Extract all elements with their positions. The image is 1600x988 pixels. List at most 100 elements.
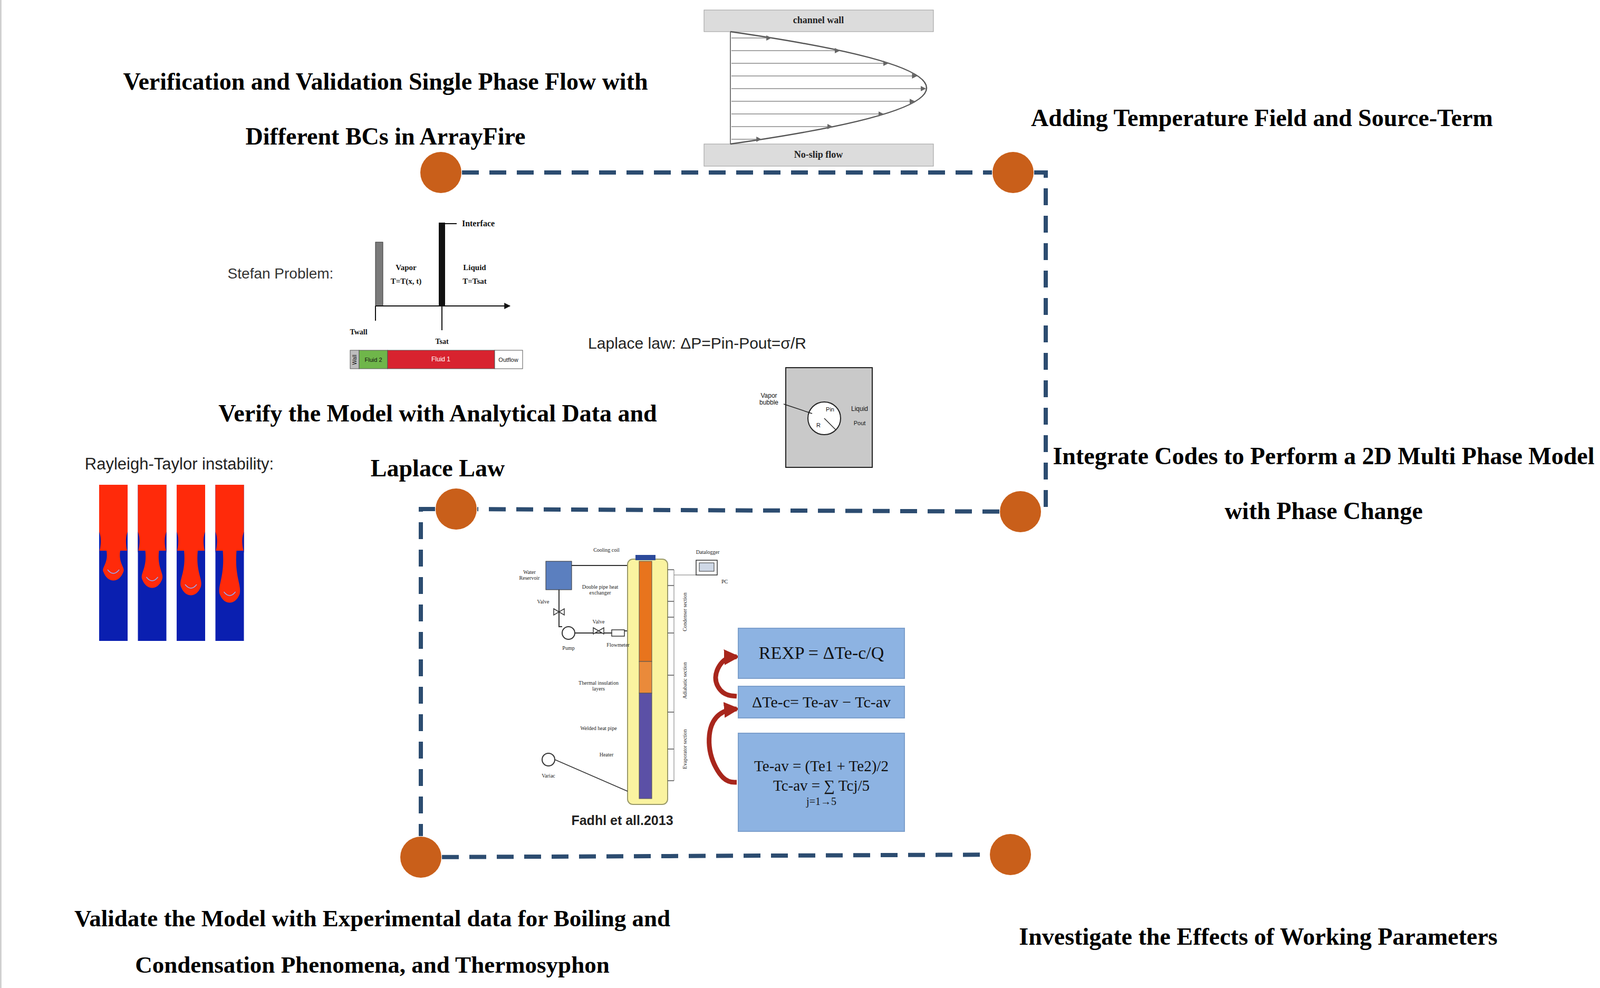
milestone-heading: Adding Temperature Field and Source-Term	[971, 90, 1553, 146]
channel-flow-figure	[731, 50, 840, 52]
thermosyphon-schematic	[542, 554, 718, 805]
label-text: Adiabatic section	[681, 661, 688, 699]
roadmap-dashed-line	[477, 508, 1000, 512]
stefan-problem-figure	[438, 222, 446, 306]
curved-arrow	[709, 708, 737, 783]
label-text: Heater	[599, 751, 614, 758]
channel-flow-figure	[730, 31, 927, 144]
channel-flow-figure	[731, 100, 915, 102]
label-text: Datalogger	[696, 548, 720, 555]
thermosyphon-schematic	[639, 692, 652, 799]
thermosyphon-schematic	[696, 560, 718, 575]
formula-text: Te-av = (Te1 + Te2)/2	[754, 756, 889, 776]
label-text: Interface	[461, 218, 495, 229]
label-text: Tsat	[435, 337, 449, 346]
thermosyphon-schematic	[667, 569, 674, 781]
label-text: Pin	[825, 406, 835, 413]
rayleigh-taylor-figure	[224, 591, 236, 596]
label-text: Double pipe heat exchanger	[576, 583, 624, 596]
rayleigh-taylor-figure	[215, 484, 245, 641]
stefan-problem-figure	[494, 350, 523, 369]
thermosyphon-schematic	[673, 569, 697, 781]
rayleigh-taylor-figure	[107, 569, 120, 574]
rayleigh-taylor-figure	[138, 484, 167, 551]
rayleigh-taylor-figure	[176, 484, 206, 551]
roadmap-dashed-line	[420, 508, 436, 836]
milestone-dot: Investigate the Effects of Working Param…	[989, 833, 1031, 875]
channel-flow-figure	[731, 138, 761, 140]
stefan-problem-figure	[441, 305, 443, 331]
channel-flow-figure	[731, 88, 926, 90]
thermosyphon-schematic	[553, 608, 565, 615]
rayleigh-taylor-figure	[99, 484, 128, 551]
formula-text: ΔTe-c= Te-av − Tc-av	[752, 691, 891, 712]
milestone-dot: Validate the Model with Experimental dat…	[400, 836, 442, 878]
curved-arrow	[715, 656, 737, 697]
stefan-problem-figure	[375, 305, 510, 307]
stefan-problem-figure	[350, 222, 523, 369]
rayleigh-taylor-figure	[141, 550, 163, 589]
label-text: Pout	[853, 419, 866, 427]
label-text: Pump	[562, 644, 575, 651]
label-text: Condenser section	[681, 592, 688, 632]
channel-flow-figure	[704, 10, 934, 32]
label-text: Water Reservoir	[515, 569, 544, 581]
rayleigh-taylor-figure	[219, 550, 240, 603]
stefan-problem-figure	[374, 305, 377, 321]
milestone-dot: Verify the Model with Analytical Data an…	[435, 488, 477, 530]
milestone-heading: Integrate Codes to Perform a 2D Multi Ph…	[1049, 428, 1598, 539]
formula-box: Te-av = (Te1 + Te2)/2Tc-av = ∑ Tcj/5j=1→…	[737, 732, 905, 832]
label-text: Vapor	[395, 263, 417, 273]
roadmap-dashed-line	[1034, 172, 1046, 512]
rayleigh-taylor-figure	[99, 484, 128, 641]
channel-flow-figure	[731, 75, 917, 77]
label-text: Valve	[592, 618, 605, 625]
laplace-bubble-figure	[783, 367, 873, 468]
label-text: T=T(x, t)	[390, 276, 422, 286]
rayleigh-taylor-figure	[176, 531, 206, 553]
label-text: Liquid	[851, 405, 869, 413]
milestone-heading: Validate the Model with Experimental dat…	[18, 894, 726, 988]
label-text: Fadhl et all.2013	[571, 813, 673, 828]
channel-flow-figure	[731, 113, 884, 115]
thermosyphon-schematic	[542, 753, 555, 766]
label-text: No-slip flow	[794, 149, 844, 161]
roadmap-dashed-line	[441, 854, 990, 857]
rayleigh-taylor-figure	[102, 550, 124, 581]
milestone-dot: Adding Temperature Field and Source-Term	[992, 151, 1034, 194]
thermosyphon-schematic	[699, 562, 715, 572]
label-text: Evaporator section	[681, 728, 688, 769]
label-text: PC	[721, 578, 728, 585]
label-text: Wall	[351, 354, 358, 365]
label-text: Fluid 1	[431, 355, 451, 363]
roadmap-dashed-line	[461, 170, 992, 175]
rayleigh-taylor-figure	[215, 531, 245, 553]
label-text: Laplace law: ΔP=Pin-Pout=σ/R	[588, 334, 807, 352]
label-text: Liquid	[463, 263, 486, 273]
page-border	[0, 0, 2, 988]
channel-flow-figure	[731, 126, 833, 128]
thermosyphon-schematic	[562, 626, 575, 640]
thermosyphon-schematic	[611, 629, 625, 636]
thermosyphon-schematic	[554, 759, 628, 792]
thermosyphon-schematic	[571, 564, 628, 566]
label-text: Fluid 2	[364, 356, 382, 363]
label-text: T=Tsat	[462, 276, 487, 286]
channel-flow-figure	[731, 62, 889, 64]
channel-flow-figure	[704, 10, 934, 167]
channel-flow-figure	[729, 31, 731, 144]
thermosyphon-schematic	[593, 627, 604, 634]
label-text: Rayleigh-Taylor instability:	[84, 455, 274, 474]
laplace-bubble-figure	[783, 403, 813, 414]
label-text: Twall	[349, 328, 368, 336]
label-text: Variac	[541, 772, 556, 779]
label-text: Stefan Problem:	[227, 265, 334, 283]
formula-box: ΔTe-c= Te-av − Tc-av	[737, 685, 905, 719]
formula-text: j=1→5	[806, 794, 837, 808]
stefan-problem-figure	[350, 350, 360, 369]
formula-text: Tc-av = ∑ Tcj/5	[773, 775, 870, 795]
rayleigh-taylor-figure	[176, 484, 206, 641]
